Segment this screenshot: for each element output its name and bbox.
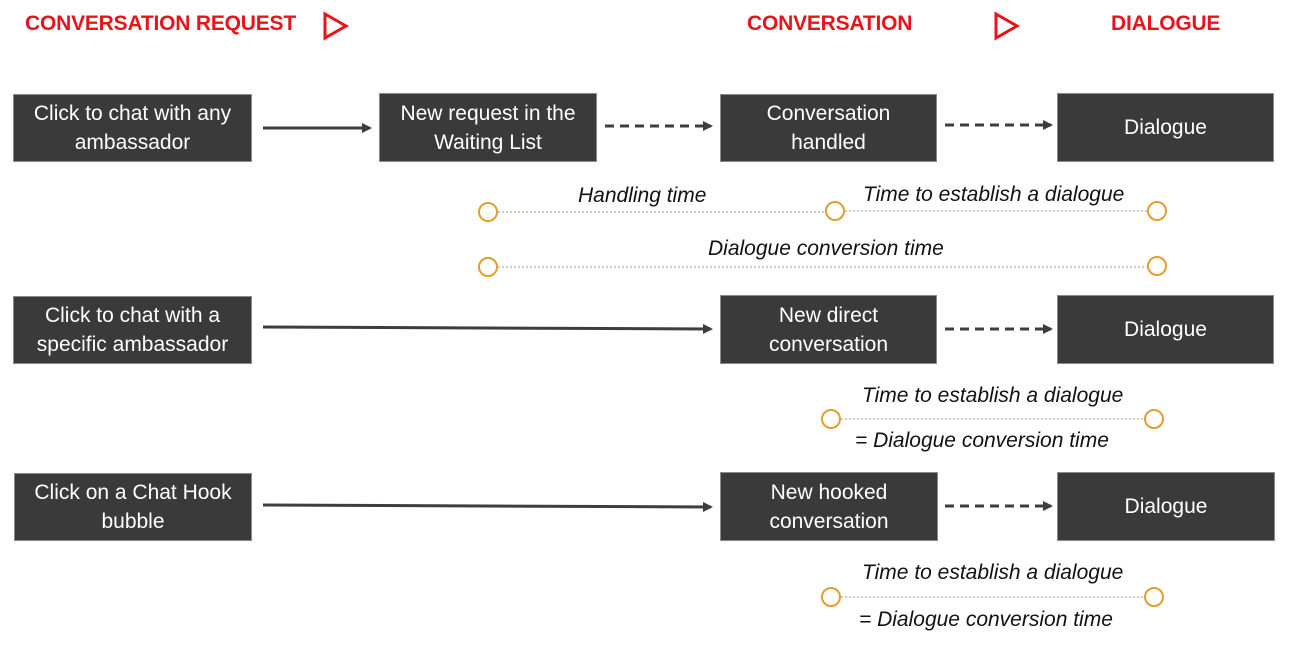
- source-box-chat-hook: Click on a Chat Hook bubble: [14, 473, 252, 541]
- dialogue-box: Dialogue: [1057, 472, 1275, 541]
- dialogue-label: Dialogue: [1124, 495, 1208, 518]
- stage-arrow-icon: [994, 11, 1021, 41]
- handling-time-label: Handling time: [578, 184, 707, 207]
- conversation-handled-box: Conversation handled: [720, 94, 937, 162]
- establish-time-label: Time to establish a dialogue: [863, 183, 1125, 206]
- arrow-row3-source: [262, 501, 713, 512]
- timeline-marker: [821, 587, 841, 607]
- source-box-label: Click to chat with a specific ambassador: [36, 304, 229, 356]
- conversion-time-label: Dialogue conversion time: [708, 237, 944, 260]
- source-box-any-ambassador: Click to chat with any ambassador: [13, 94, 252, 162]
- hooked-conversation-label: New hooked conversation: [769, 480, 889, 533]
- source-box-specific-ambassador: Click to chat with a specific ambassador: [13, 296, 252, 364]
- stage-label-request: CONVERSATION REQUEST: [25, 12, 296, 35]
- direct-conversation-box: New direct conversation: [720, 295, 937, 364]
- dialogue-label: Dialogue: [1124, 116, 1207, 139]
- dialogue-box: Dialogue: [1057, 93, 1274, 162]
- dialogue-box: Dialogue: [1057, 295, 1274, 364]
- dialogue-label: Dialogue: [1124, 318, 1207, 341]
- conversation-handled-label: Conversation handled: [766, 102, 891, 154]
- timeline-marker: [478, 257, 498, 277]
- source-box-label: Click to chat with any ambassador: [33, 102, 232, 154]
- timeline-marker: [478, 202, 498, 222]
- equals-conversion-label: = Dialogue conversion time: [855, 429, 1109, 452]
- timeline-marker: [821, 409, 841, 429]
- timeline-marker: [1147, 201, 1167, 221]
- timeline-marker: [1144, 587, 1164, 607]
- establish-time-label: Time to establish a dialogue: [862, 561, 1124, 584]
- timeline-marker: [1147, 256, 1167, 276]
- waiting-list-label: New request in the Waiting List: [400, 101, 576, 154]
- stage-label-dialogue: DIALOGUE: [1111, 12, 1221, 35]
- establish-time-label: Time to establish a dialogue: [862, 384, 1124, 407]
- hooked-conversation-box: New hooked conversation: [720, 472, 938, 541]
- equals-conversion-label: = Dialogue conversion time: [859, 608, 1113, 631]
- arrow-row2-source: [262, 323, 713, 334]
- direct-conversation-label: New direct conversation: [768, 303, 889, 356]
- timeline-marker: [1144, 409, 1164, 429]
- stage-arrow-icon: [323, 11, 350, 41]
- stage-label-conversation: CONVERSATION: [747, 12, 913, 35]
- waiting-list-box: New request in the Waiting List: [379, 93, 597, 162]
- source-box-label: Click on a Chat Hook bubble: [34, 481, 232, 533]
- timeline-marker: [825, 201, 845, 221]
